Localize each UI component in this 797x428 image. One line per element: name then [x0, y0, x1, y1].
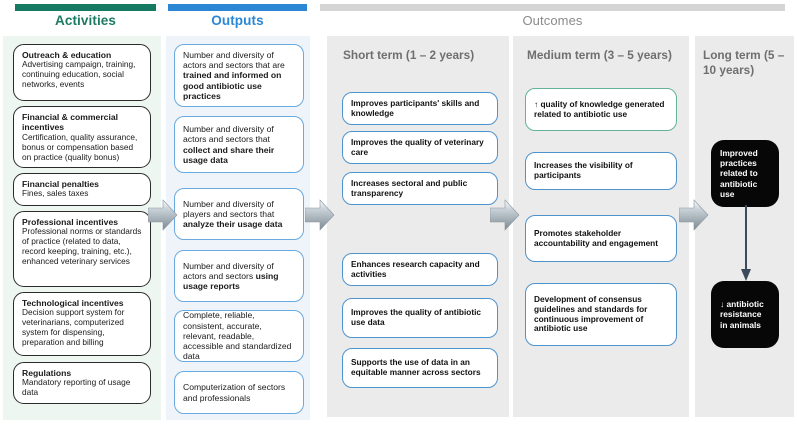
output-text-plain: Computerization of sectors and professio…	[183, 382, 286, 403]
outcome-text: Increases the visibility of participants	[534, 160, 633, 180]
activity-box[interactable]: Financial penalties Fines, sales taxes	[13, 173, 151, 206]
outcomes-header-label: Outcomes	[522, 13, 583, 28]
outcome-text: Improves the quality of antibiotic use d…	[351, 307, 481, 327]
activity-box[interactable]: Technological incentives Decision suppor…	[13, 292, 151, 356]
output-box[interactable]: Number and diversity of actors and secto…	[174, 116, 304, 173]
outcome-text: ↑ quality of knowledge generated related…	[534, 98, 665, 119]
short-term-outcome-box[interactable]: Supports the use of data in an equitable…	[342, 348, 498, 388]
outputs-header-bar	[168, 4, 307, 11]
outcome-text: Development of consensus guidelines and …	[534, 293, 648, 334]
output-text-plain: Number and diversity of players and sect…	[183, 198, 275, 219]
output-text-plain: Number and diversity of actors and secto…	[183, 49, 285, 71]
medium-term-title: Medium term (3 – 5 years)	[527, 48, 672, 62]
arrow-short-to-medium-term	[490, 199, 520, 231]
outcome-text: Improves participants' skills and knowle…	[351, 97, 480, 118]
short-term-title: Short term (1 – 2 years)	[343, 48, 475, 62]
activity-body: Professional norms or standards of pract…	[22, 226, 142, 267]
long-term-title: Long term (5 – 10 years)	[703, 48, 785, 78]
activity-box[interactable]: Professional incentives Professional nor…	[13, 211, 151, 287]
activity-heading: Technological incentives	[22, 298, 124, 308]
output-box[interactable]: Number and diversity of actors and secto…	[174, 44, 304, 107]
activity-body: Certification, quality assurance, bonus …	[22, 131, 138, 162]
output-box[interactable]: Computerization of sectors and professio…	[174, 371, 304, 414]
activity-body: Advertising campaign, training, continui…	[22, 59, 136, 90]
activity-heading: Regulations	[22, 368, 72, 378]
outcome-text: Increases sectoral and public transparen…	[351, 177, 468, 198]
activity-heading: Financial penalties	[22, 179, 99, 189]
outcome-text: Improved practices related to antibiotic…	[720, 148, 758, 199]
long-term-panel	[695, 36, 794, 417]
medium-term-outcome-box[interactable]: ↑ quality of knowledge generated related…	[525, 88, 677, 131]
activity-box[interactable]: Regulations Mandatory reporting of usage…	[13, 362, 151, 404]
output-box[interactable]: Number and diversity of players and sect…	[174, 188, 304, 240]
arrow-activities-to-outputs	[148, 199, 178, 231]
activity-box[interactable]: Financial & commercial incentives Certif…	[13, 106, 151, 168]
outputs-header-label: Outputs	[211, 13, 264, 28]
activity-box[interactable]: Outreach & education Advertising campaig…	[13, 44, 151, 101]
activity-heading: Outreach & education	[22, 50, 112, 60]
medium-term-outcome-box[interactable]: Increases the visibility of participants	[525, 152, 677, 190]
activity-heading: Financial & commercial incentives	[22, 112, 118, 133]
medium-term-outcome-box[interactable]: Promotes stakeholder accountability and …	[525, 215, 677, 262]
long-term-connector-arrow	[741, 205, 751, 281]
output-text-plain: Complete, reliable, consistent, accurate…	[183, 310, 292, 362]
short-term-outcome-box[interactable]: Improves participants' skills and knowle…	[342, 92, 498, 125]
medium-term-outcome-box[interactable]: Development of consensus guidelines and …	[525, 283, 677, 346]
activities-header-label: Activities	[54, 13, 117, 28]
outcome-text: Promotes stakeholder accountability and …	[534, 227, 659, 248]
outcome-text: ↓ antibiotic resistance in animals	[720, 299, 764, 330]
outcome-text: Supports the use of data in an equitable…	[351, 357, 481, 377]
arrow-outputs-to-short-term	[305, 199, 335, 231]
activity-body: Decision support system for veterinarian…	[22, 307, 125, 348]
output-text-plain: Number and diversity of actors and secto…	[183, 123, 274, 145]
activity-heading: Professional incentives	[22, 217, 118, 227]
short-term-outcome-box[interactable]: Increases sectoral and public transparen…	[342, 172, 498, 205]
outcomes-header-bar	[320, 4, 785, 11]
output-box[interactable]: Number and diversity of actors and secto…	[174, 250, 304, 302]
output-box[interactable]: Complete, reliable, consistent, accurate…	[174, 310, 304, 362]
activities-header-bar	[15, 4, 156, 11]
long-term-outcome-box[interactable]: ↓ antibiotic resistance in animals	[711, 281, 779, 348]
output-text-bold: collect and share their usage data	[183, 144, 275, 165]
arrow-medium-to-long-term	[679, 199, 709, 231]
output-text-bold: trained and informed on good antibiotic …	[183, 70, 282, 101]
short-term-outcome-box[interactable]: Enhances research capacity and activitie…	[342, 253, 498, 286]
long-term-outcome-box[interactable]: Improved practices related to antibiotic…	[711, 140, 779, 207]
short-term-outcome-box[interactable]: Improves the quality of veterinary care	[342, 131, 498, 164]
short-term-outcome-box[interactable]: Improves the quality of antibiotic use d…	[342, 298, 498, 338]
output-text-bold: using usage reports	[183, 270, 279, 292]
activity-body: Fines, sales taxes	[22, 188, 89, 199]
activity-body: Mandatory reporting of usage data	[22, 377, 131, 398]
outcome-text: Improves the quality of veterinary care	[351, 136, 484, 157]
outcome-text: Enhances research capacity and activitie…	[351, 258, 480, 279]
output-text-plain: Number and diversity of actors and secto…	[183, 260, 274, 281]
output-text-bold: analyze their usage data	[183, 219, 283, 230]
